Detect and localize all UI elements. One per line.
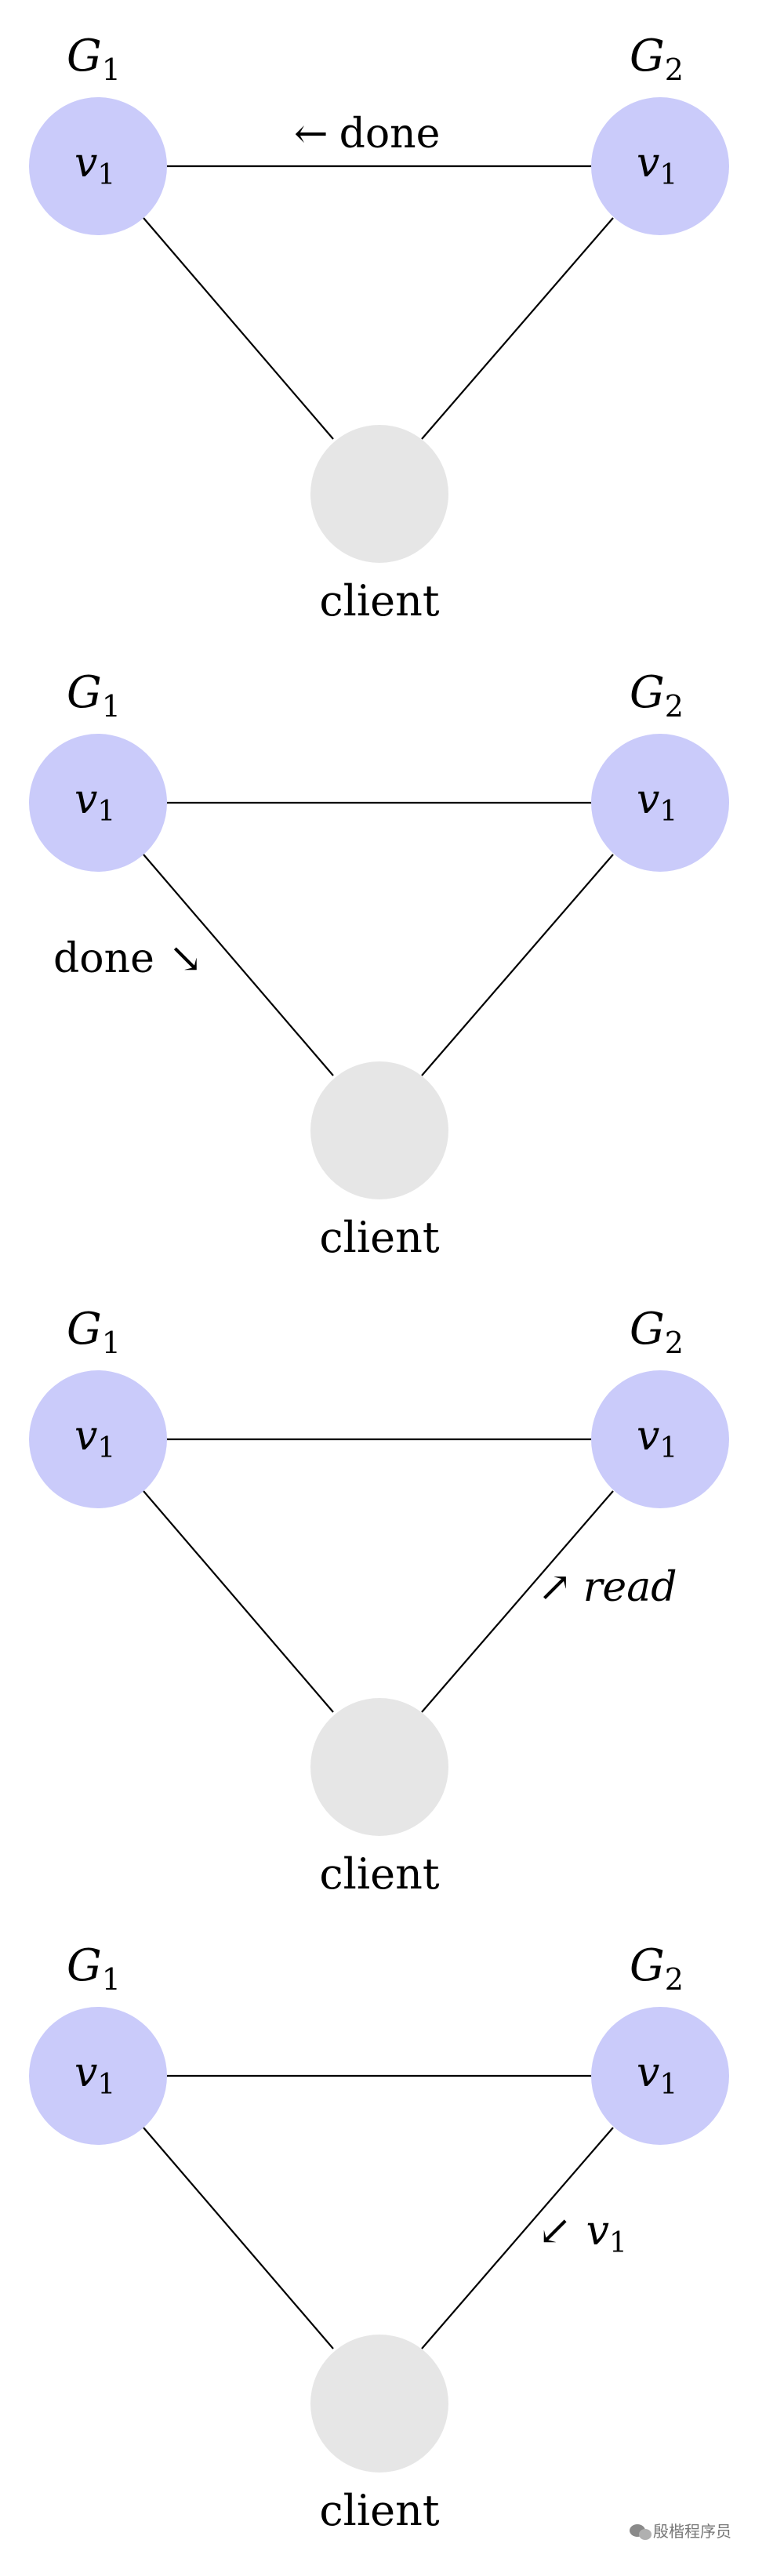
- v-left-label: v1: [74, 2049, 115, 2101]
- g2-label: G2: [630, 667, 684, 724]
- down-left-arrow-icon: ↙: [538, 2208, 572, 2255]
- edge-g1-client: [143, 217, 334, 440]
- edge-g2-client: [421, 2127, 614, 2349]
- g1-label: G1: [67, 1304, 121, 1360]
- g2-node: [591, 1370, 729, 1508]
- client-label: client: [319, 576, 440, 626]
- annotation: ←done: [294, 111, 440, 158]
- g2-label: G2: [630, 1304, 684, 1360]
- v-right-label: v1: [637, 140, 677, 191]
- g1-label: G1: [67, 1940, 121, 1997]
- down-right-arrow-icon: ↘: [169, 935, 203, 982]
- client-label: client: [319, 1849, 440, 1899]
- client-node: [310, 1061, 448, 1199]
- wechat-logo-icon: [630, 2524, 652, 2540]
- g2-node: [591, 2007, 729, 2145]
- panel-3: G1 G2 v1 v1 client ↗read: [29, 1304, 729, 1899]
- g1-node: [29, 1370, 167, 1508]
- client-label: client: [319, 2486, 440, 2535]
- g2-label: G2: [630, 31, 684, 87]
- edge-g2-client: [421, 217, 614, 440]
- v-left-label: v1: [74, 776, 115, 828]
- v-right-label: v1: [637, 1413, 677, 1464]
- g2-label: G2: [630, 1940, 684, 1997]
- g1-node: [29, 2007, 167, 2145]
- g2-node: [591, 97, 729, 235]
- edge-g1-client: [143, 1490, 334, 1713]
- g1-label: G1: [67, 31, 121, 87]
- panel-4: G1 G2 v1 v1 client ↙v1: [29, 1940, 729, 2535]
- edge-g2-client: [421, 854, 614, 1076]
- annotation: ↙v1: [538, 2208, 627, 2259]
- up-right-arrow-icon: ↗: [538, 1564, 572, 1611]
- edge-g1-client: [143, 854, 334, 1076]
- annotation: done↘: [53, 935, 202, 982]
- watermark-text: 殷楷程序员: [653, 2523, 731, 2541]
- client-node: [310, 425, 448, 563]
- watermark: 殷楷程序员: [630, 2523, 731, 2541]
- edge-g1-client: [143, 2127, 334, 2349]
- g1-label: G1: [67, 667, 121, 724]
- v-right-label: v1: [637, 776, 677, 828]
- v-left-label: v1: [74, 140, 115, 191]
- panel-2: G1 G2 v1 v1 client done↘: [29, 667, 729, 1262]
- client-node: [310, 2335, 448, 2473]
- client-label: client: [319, 1213, 440, 1262]
- left-arrow-icon: ←: [294, 111, 328, 158]
- g1-node: [29, 734, 167, 872]
- panel-1: G1 G2 v1 v1 client ←done: [29, 31, 729, 626]
- g2-node: [591, 734, 729, 872]
- v-left-label: v1: [74, 1413, 115, 1464]
- annotation: ↗read: [538, 1564, 677, 1611]
- g1-node: [29, 97, 167, 235]
- edge-g2-client: [421, 1490, 614, 1713]
- v-right-label: v1: [637, 2049, 677, 2101]
- client-node: [310, 1698, 448, 1836]
